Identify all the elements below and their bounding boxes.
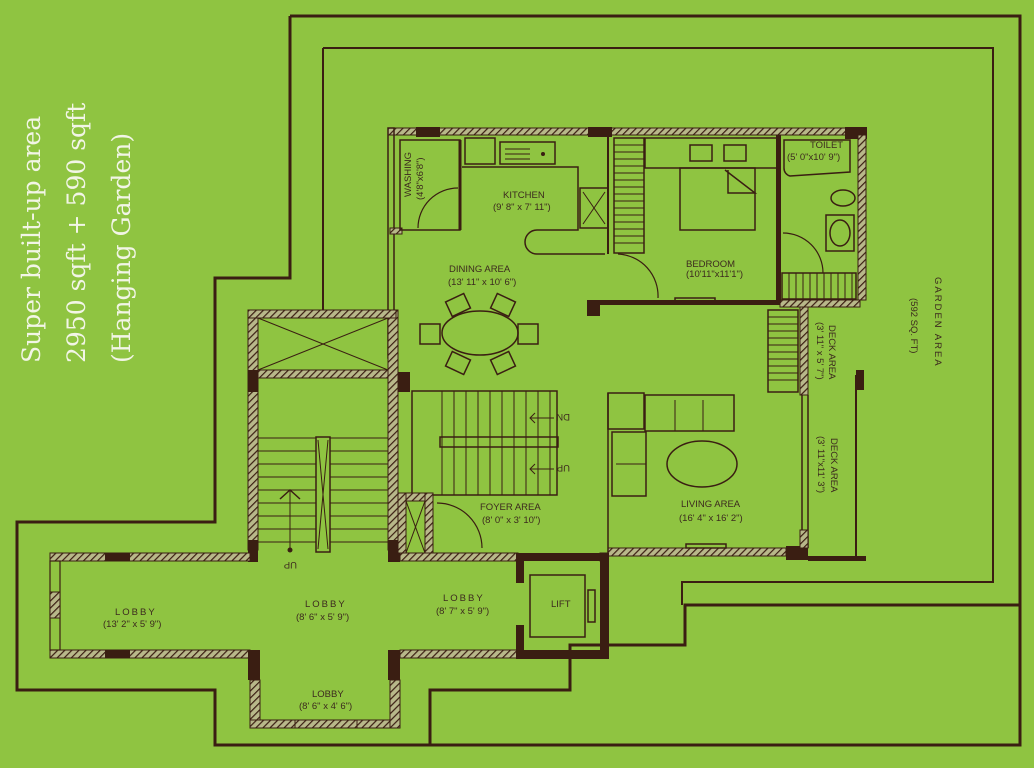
lift-label: LIFT [551,599,571,610]
deck-2-size: (3' 11"x11' 3") [815,436,826,493]
toilet-fixtures [781,139,857,300]
title-line-1: Super built-up area [17,116,46,363]
kitchen-label: KITCHEN [503,190,545,201]
kitchen-fixtures [399,135,659,299]
lobby-center-label: LOBBY [305,599,347,610]
inner-stair-dn-label: DN [556,411,570,422]
area-title: Super built-up area 2950 sqft + 590 sqft… [17,103,136,363]
toilet-size: (5' 0"x10' 9") [787,152,840,163]
living-size: (16' 4" x 16' 2") [679,513,743,524]
dining-label: DINING AREA [449,264,511,275]
deck-2-label: DECK AREA [828,438,839,493]
living-label: LIVING AREA [681,499,741,510]
lobby-west-size: (13' 2" x 5' 9") [103,619,161,630]
deck-1-label: DECK AREA [826,325,837,380]
title-line-2: 2950 sqft + 590 sqft [62,103,91,363]
lobby-center-size: (8' 6" x 5' 9") [296,612,349,623]
main-staircase[interactable] [247,309,483,562]
bedroom-label: BEDROOM [686,259,735,270]
kitchen-size: (9' 8" x 7' 11") [493,202,551,213]
lobby-east-label: LOBBY [443,593,485,604]
garden-label: GARDEN AREA [932,277,943,368]
lift-shaft[interactable] [516,553,609,659]
main-stair-up-label: UP [284,559,297,570]
lobby-east-size: (8' 7" x 5' 9") [436,606,489,617]
foyer-label: FOYER AREA [480,502,541,513]
bedroom-size: (10'11"x11'1") [686,269,743,280]
lobby-south-size: (8' 6" x 4' 6") [299,701,352,712]
garden-boundary [15,14,1022,747]
inner-stair-up-label: UP [557,462,570,473]
deck-grille [767,309,799,393]
title-line-3: (Hanging Garden) [107,133,136,363]
deck-1-size: (3' 11" x 5' 7") [814,322,825,380]
toilet-label: TOILET [810,140,843,151]
dining-size: (13' 11" x 10' 6") [448,277,516,288]
living-furniture [607,392,738,556]
room-labels: WASHING (4'8"x6'8") KITCHEN (9' 8" x 7' … [103,140,943,712]
washing-size: (4'8"x6'8") [415,157,426,200]
lobby-south-label: LOBBY [312,689,344,700]
washing-label: WASHING [403,152,414,197]
bedroom-fixtures [613,135,781,303]
inner-staircase[interactable] [411,390,559,496]
lobby-walls [49,552,609,729]
dining-table [419,292,539,376]
garden-size: (592 SQ. FT) [908,298,919,353]
lobby-west-label: LOBBY [115,607,157,618]
foyer-size: (8' 0" x 3' 10") [482,515,540,526]
